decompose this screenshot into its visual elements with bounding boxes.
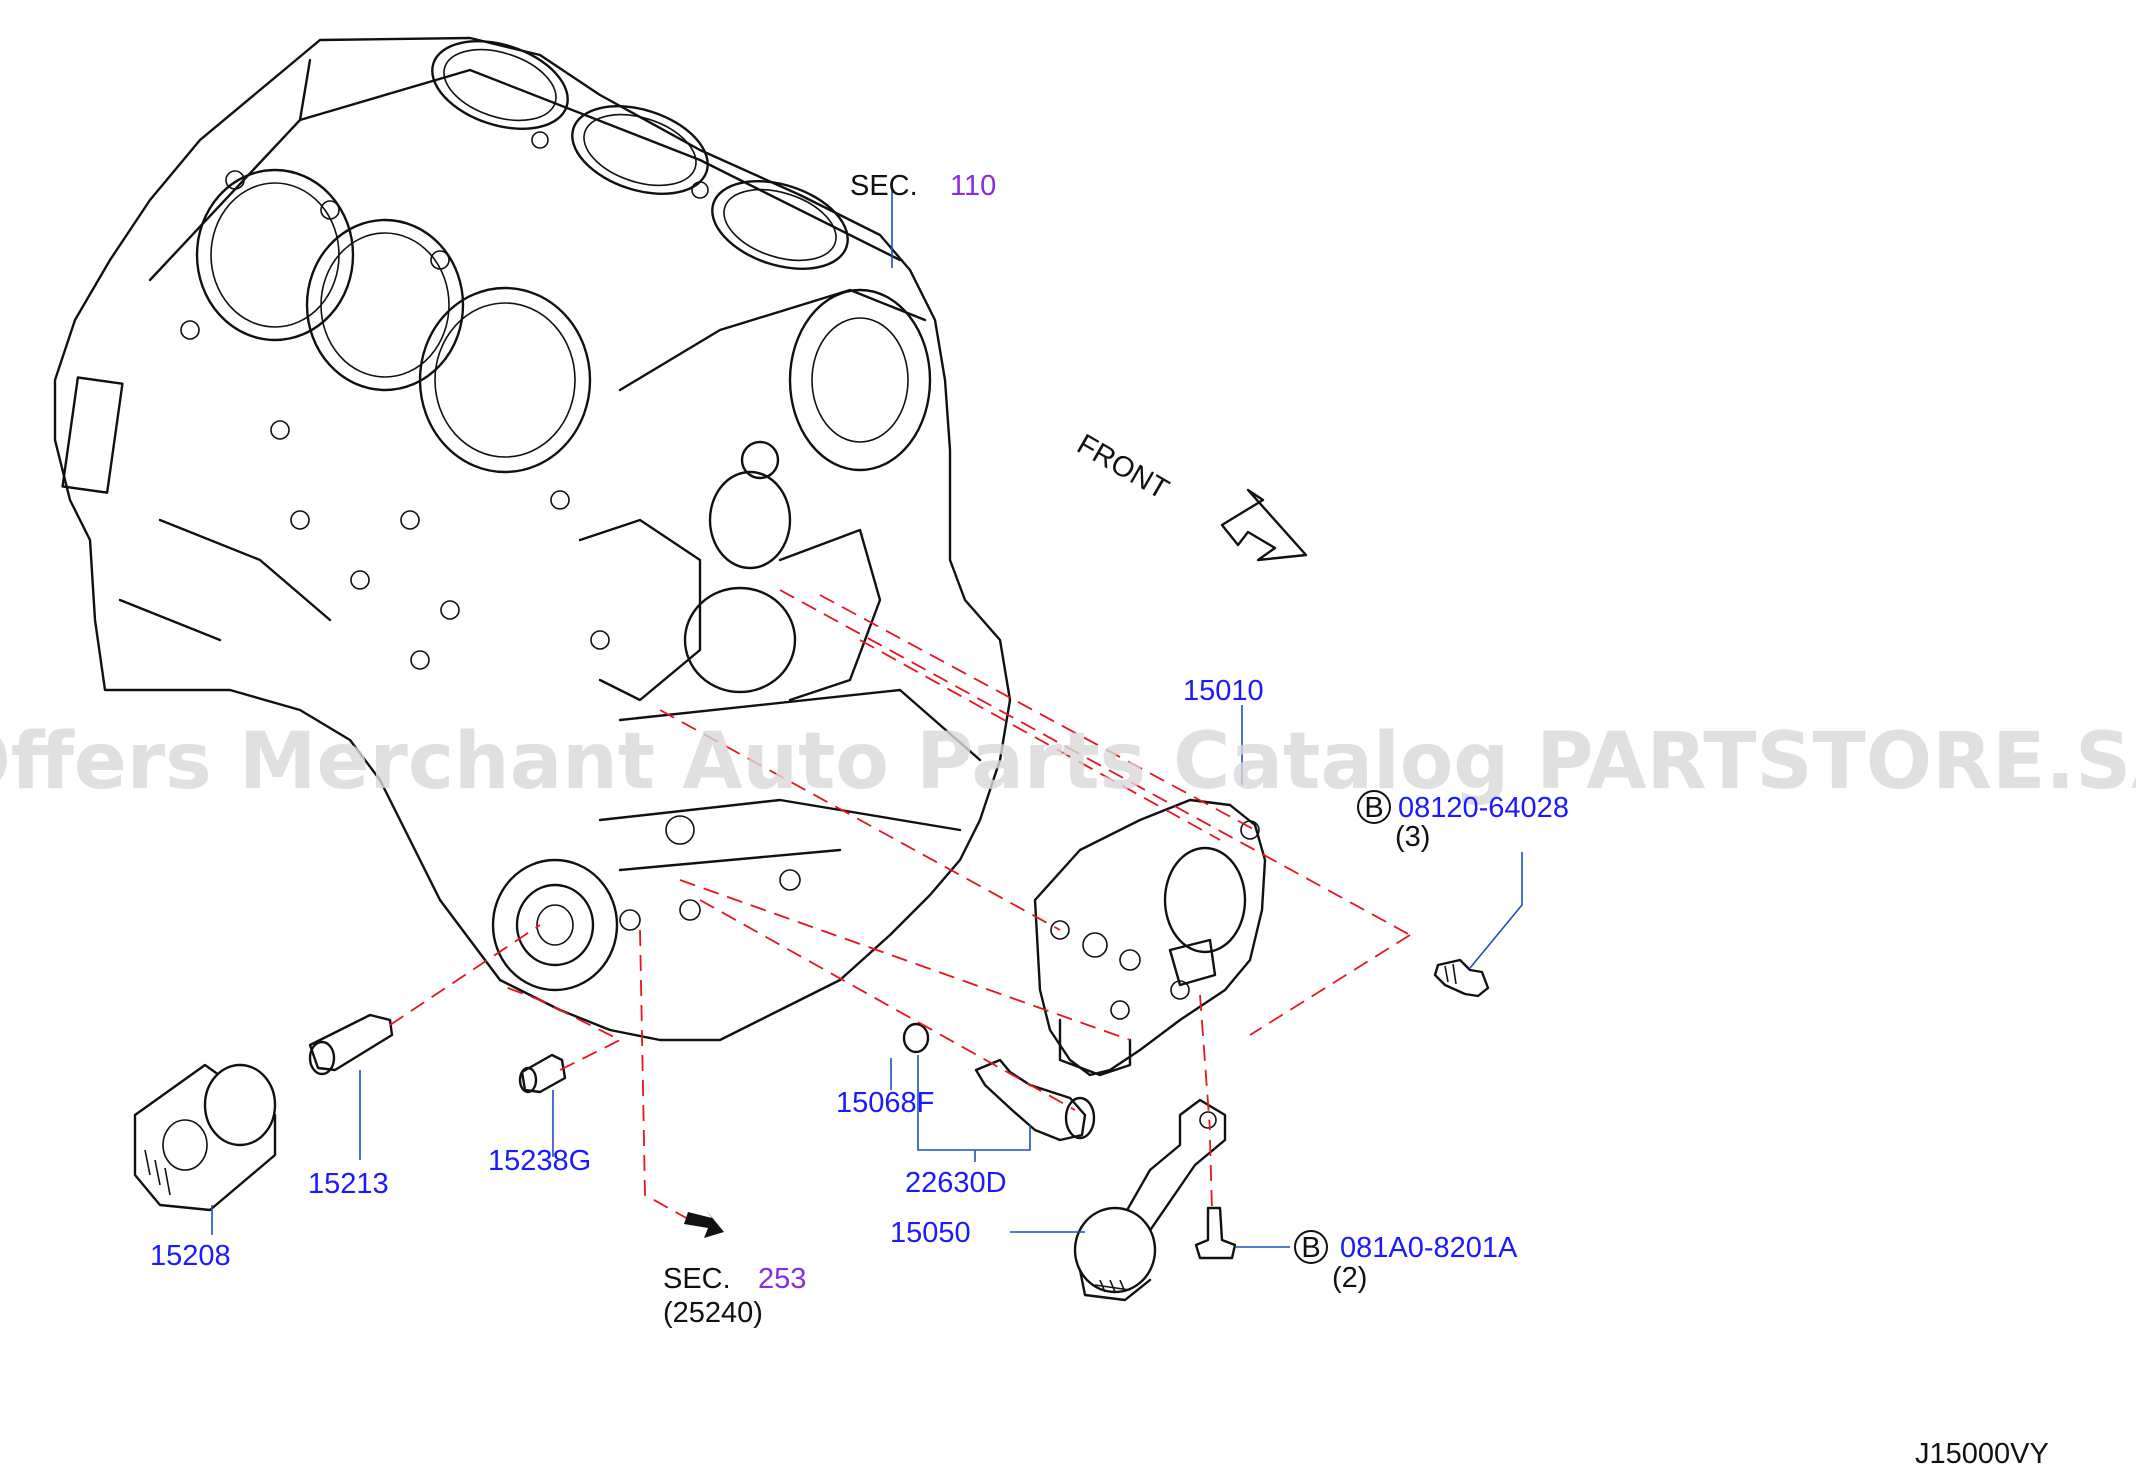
strainer-bolt-illustration bbox=[1194, 1206, 1237, 1260]
engine-block-illustration bbox=[53, 36, 1012, 1042]
part-15238G-link[interactable]: 15238G bbox=[488, 1145, 591, 1177]
bolt-b-quantity: (2) bbox=[1332, 1262, 1367, 1294]
section-253-subref: (25240) bbox=[663, 1297, 763, 1329]
part-15068F-link[interactable]: 15068F bbox=[836, 1087, 934, 1119]
part-15213-link[interactable]: 15213 bbox=[308, 1168, 389, 1200]
leader-lines bbox=[211, 180, 1523, 1248]
section-110-link[interactable]: 110 bbox=[950, 170, 996, 202]
front-label: FRONT bbox=[1072, 428, 1175, 506]
pressure-switch-illustration bbox=[974, 1058, 1096, 1142]
pump-bolt-illustration bbox=[1433, 958, 1490, 998]
section-253-link[interactable]: 253 bbox=[758, 1263, 806, 1295]
diagram-code: J15000VY bbox=[1915, 1438, 2049, 1470]
badge-circle-bolt-a bbox=[1357, 790, 1391, 824]
part-15010-link[interactable]: 15010 bbox=[1183, 675, 1264, 707]
oil-filter-illustration bbox=[133, 1063, 277, 1212]
bolt-a-badge: B bbox=[1364, 792, 1383, 824]
part-15050-link[interactable]: 15050 bbox=[890, 1217, 971, 1249]
bolt-a-quantity: (3) bbox=[1395, 821, 1430, 853]
connector-bolt-illustration bbox=[308, 1013, 394, 1076]
part-081A0-8201A-link[interactable]: 081A0-8201A bbox=[1340, 1232, 1518, 1264]
section-253-prefix: SEC. bbox=[663, 1263, 731, 1295]
part-15208-link[interactable]: 15208 bbox=[150, 1240, 231, 1272]
relief-valve-illustration bbox=[518, 1053, 567, 1094]
watermark-text: Offers Merchant Auto Parts Catalog PARTS… bbox=[0, 717, 2136, 807]
section-110-prefix: SEC. bbox=[850, 170, 918, 202]
section-arrow-icon bbox=[684, 1210, 724, 1238]
oil-strainer-illustration bbox=[1073, 1098, 1227, 1302]
bolt-b-badge: B bbox=[1301, 1232, 1320, 1264]
alignment-lines bbox=[389, 589, 1411, 1221]
part-22630D-link[interactable]: 22630D bbox=[905, 1167, 1007, 1199]
washer-illustration bbox=[902, 1022, 930, 1054]
part-08120-64028-link[interactable]: 08120-64028 bbox=[1398, 792, 1569, 824]
oil-pump-illustration bbox=[1033, 798, 1267, 1077]
front-arrow-icon bbox=[1220, 488, 1308, 562]
badge-circle-bolt-b bbox=[1294, 1230, 1328, 1264]
